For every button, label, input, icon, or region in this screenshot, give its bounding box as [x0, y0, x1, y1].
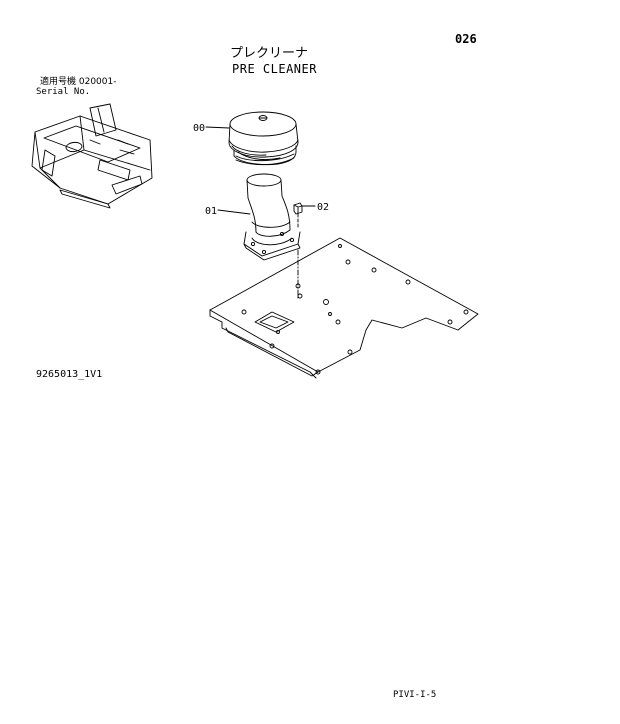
bolt — [293, 202, 303, 301]
callout-00: 00 — [193, 123, 205, 134]
mounting-plate — [209, 237, 479, 379]
serial-label-english: Serial No. — [36, 87, 91, 97]
serial-label-japanese: 適用号機 020001- — [40, 77, 117, 87]
callout-leaders — [205, 126, 316, 215]
machine-thumbnail — [31, 103, 153, 209]
page-title-japanese: プレクリーナ — [230, 46, 309, 61]
elbow-pipe — [243, 173, 301, 261]
footer-code: PIVI-I-5 — [393, 690, 437, 700]
pre-cleaner-cap — [228, 111, 299, 166]
page-title-english: PRE CLEANER — [232, 62, 317, 76]
callout-02: 02 — [317, 202, 329, 213]
drawing-number: 9265013_1V1 — [36, 369, 103, 380]
callout-01: 01 — [205, 206, 217, 217]
page-number: 026 — [455, 32, 477, 46]
